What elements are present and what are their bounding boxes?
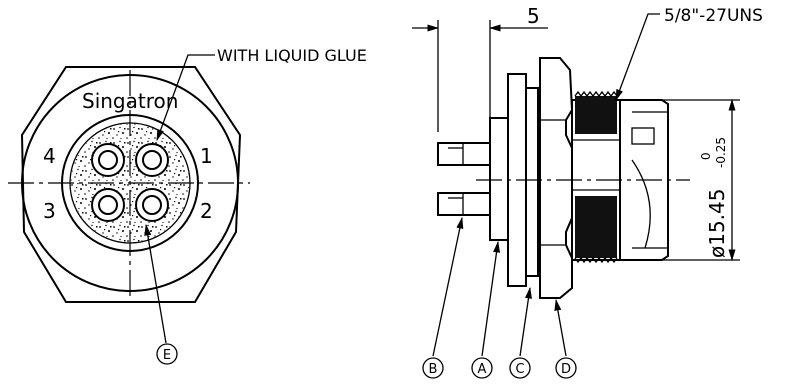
callout-a-letter: A (478, 362, 487, 377)
callout-a-bubble (471, 357, 493, 379)
pin-number-3: 3 (43, 199, 56, 223)
side-view: 5 (412, 4, 763, 379)
callout-c-letter: C (515, 362, 524, 377)
diameter-label: ø15.45 (705, 189, 729, 259)
callout-e-letter: E (163, 348, 171, 363)
callout-c-leader (519, 286, 532, 357)
pin-number-2: 2 (200, 199, 213, 223)
insert-body (489, 117, 509, 241)
callout-b-leader (432, 216, 464, 357)
callout-a-leader (481, 240, 501, 357)
pin-3 (91, 188, 125, 222)
pin-4 (91, 143, 125, 177)
pin-side-lower (437, 192, 491, 216)
callout-b-letter: B (429, 362, 438, 377)
callout-d-leader (554, 298, 567, 357)
thread-spec: 5/8"-27UNS (664, 6, 763, 26)
coupling-curve (631, 159, 651, 249)
dim-5-label: 5 (527, 4, 540, 28)
front-view: Singatron 4 1 3 2 WITH LIQUID GLUE E (8, 46, 367, 365)
brand-label: Singatron (82, 89, 178, 113)
flange-step (525, 87, 539, 277)
callout-d-letter: D (561, 362, 571, 377)
pin-side-upper (437, 142, 491, 166)
callout-b-bubble (422, 357, 444, 379)
callout-e-leader (144, 223, 167, 344)
pin-1 (135, 143, 169, 177)
tolerance-lower: -0.25 (714, 137, 728, 168)
tolerance-upper: 0 (699, 152, 713, 160)
thread-leader (615, 13, 660, 102)
coupling-key (631, 127, 655, 145)
pin-number-1: 1 (200, 144, 213, 168)
callout-c-bubble (509, 357, 531, 379)
pin-2 (135, 188, 169, 222)
pin-number-4: 4 (43, 144, 56, 168)
callout-e-bubble (156, 343, 178, 365)
hex-nut (539, 57, 574, 299)
callout-d-bubble (555, 357, 577, 379)
glue-note: WITH LIQUID GLUE (217, 46, 367, 65)
thread-upper (574, 90, 618, 134)
glue-leader (156, 54, 215, 142)
thread-lower (574, 196, 618, 264)
